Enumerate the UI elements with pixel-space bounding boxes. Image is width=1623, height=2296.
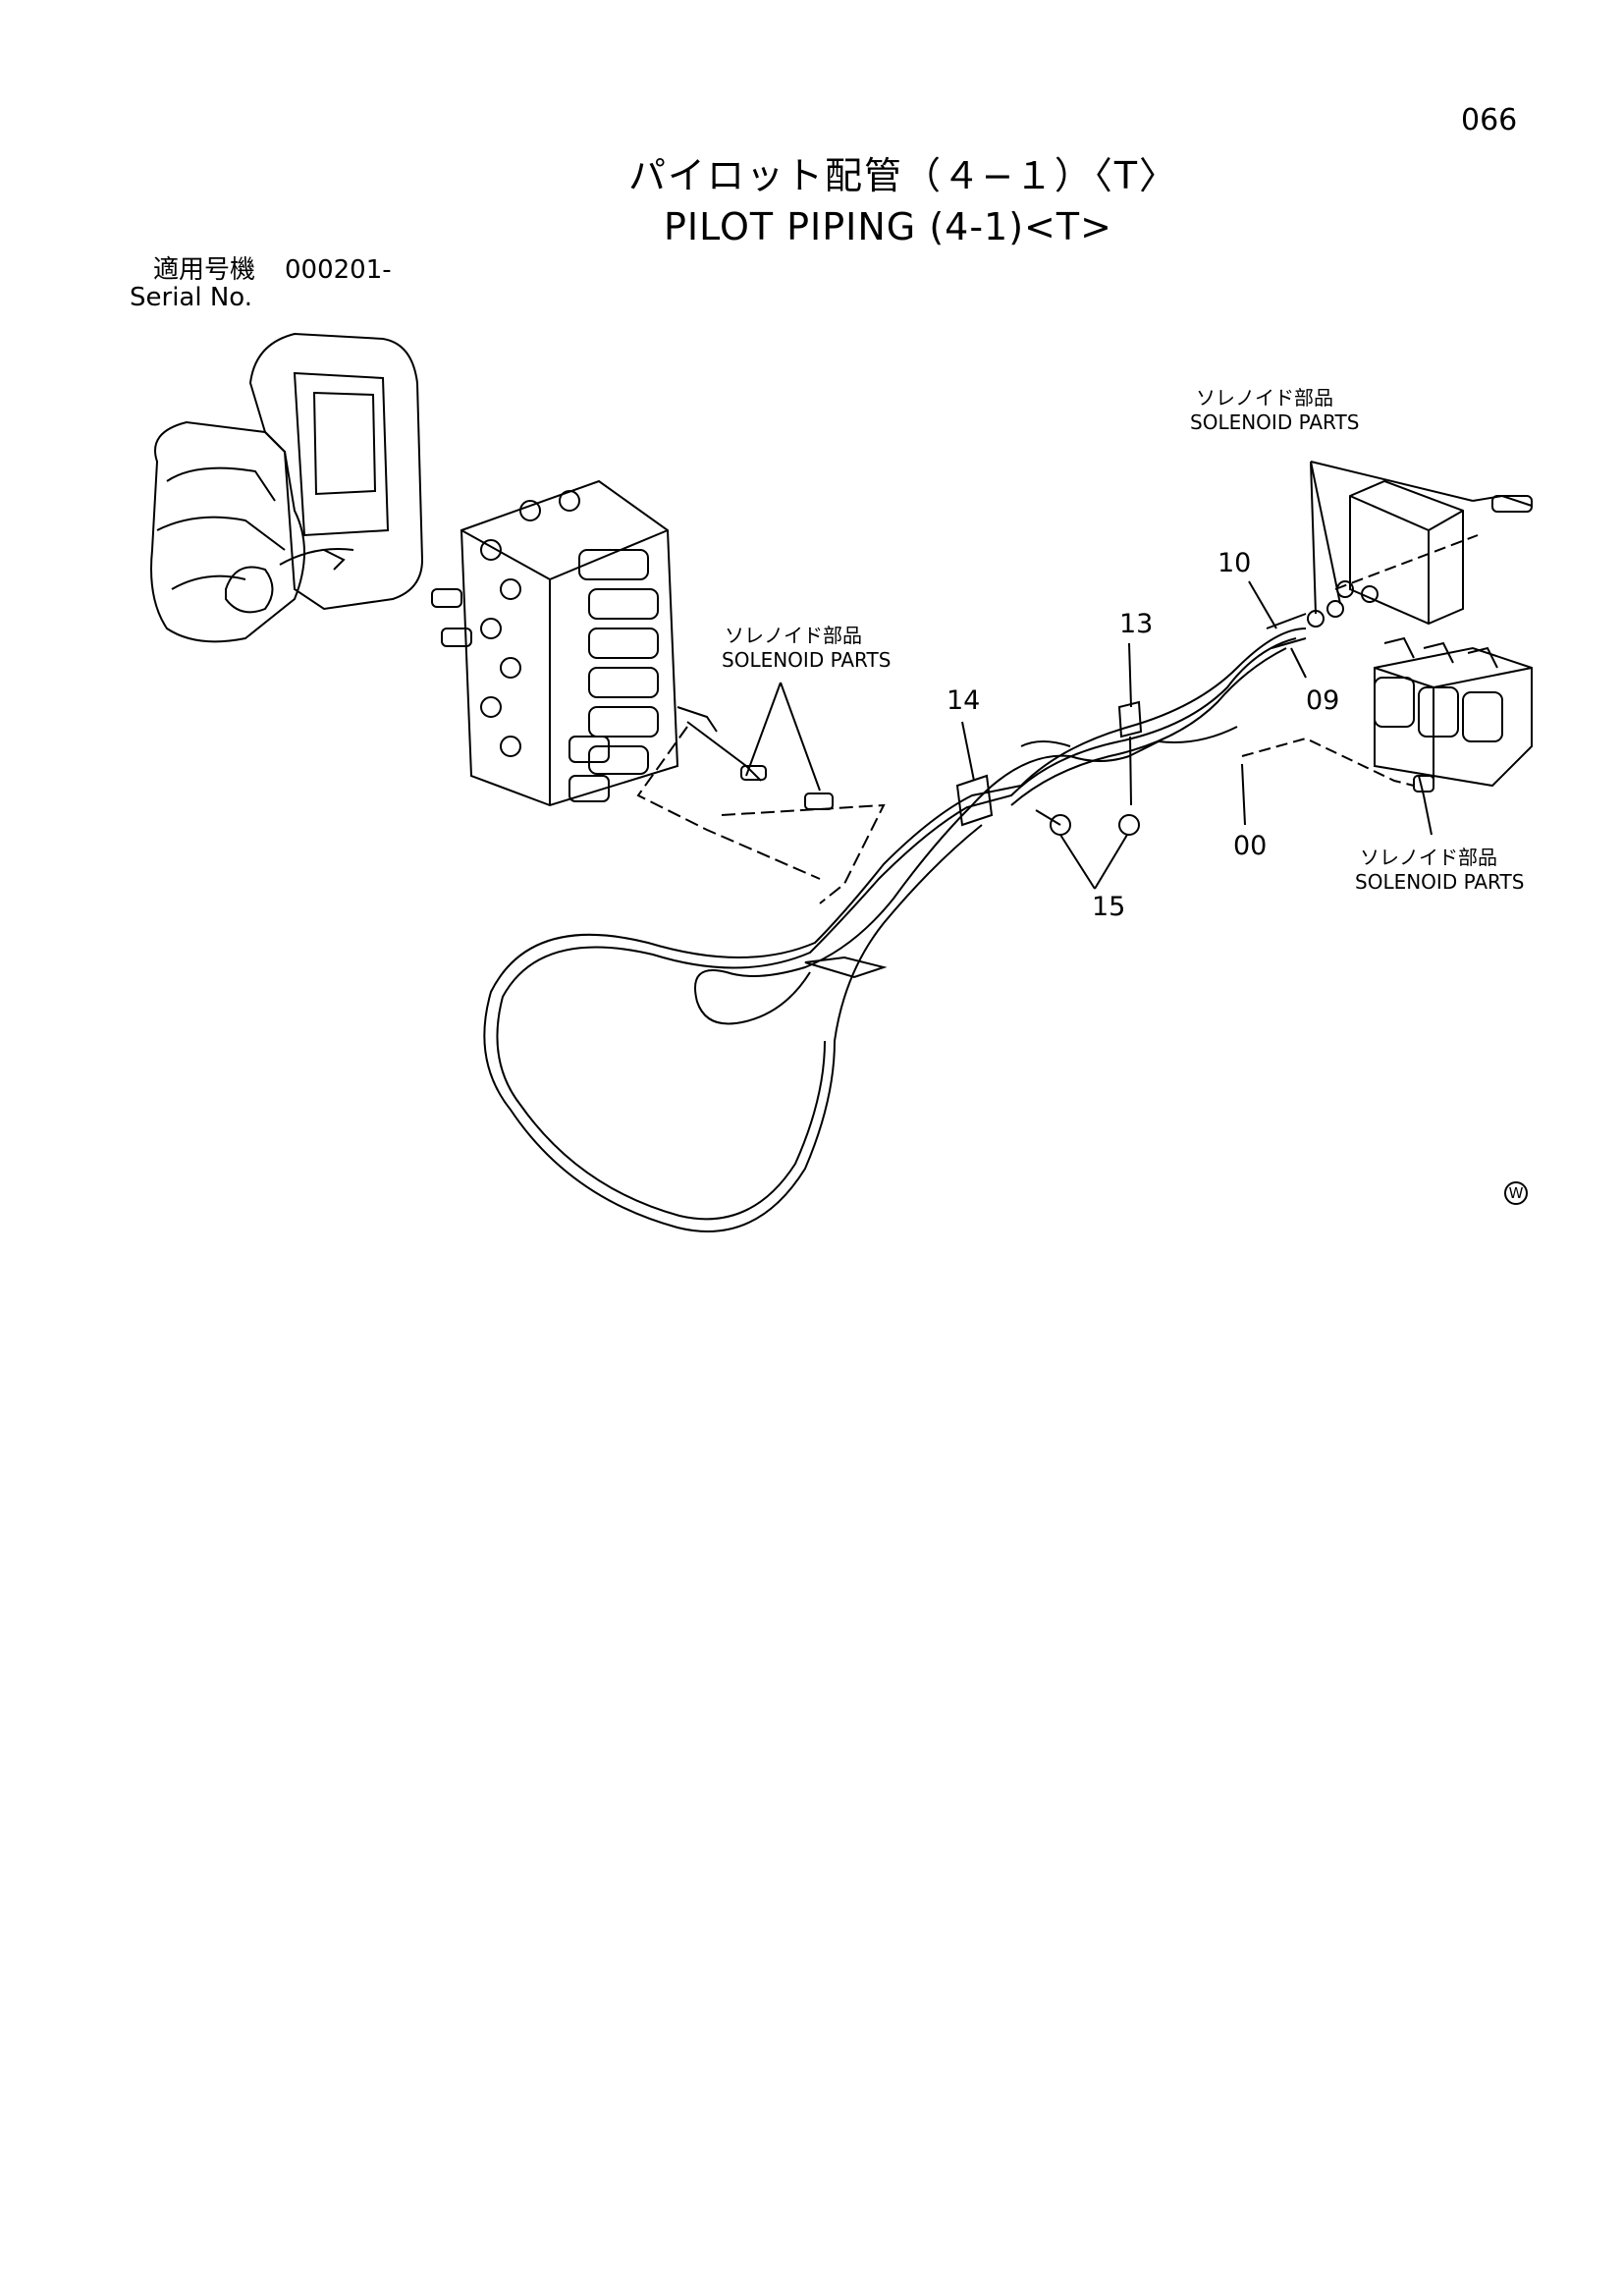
callout-10: 10	[1217, 548, 1252, 578]
page-number: 066	[1461, 103, 1518, 137]
solenoid-label-top-en: SOLENOID PARTS	[1190, 410, 1360, 434]
solenoid-valve-block	[1241, 636, 1533, 836]
excavator-illustration	[150, 332, 424, 643]
callout-leaders	[961, 580, 1307, 826]
callout-00: 00	[1233, 831, 1268, 861]
callout-14: 14	[947, 685, 981, 716]
pilot-hoses	[483, 628, 1307, 1232]
callout-13: 13	[1119, 609, 1154, 639]
callout-09: 09	[1306, 685, 1340, 716]
hose-clamps	[955, 700, 1143, 890]
callout-15: 15	[1092, 892, 1126, 922]
left-solenoid-leaders	[636, 682, 886, 904]
solenoid-bracket-top	[1266, 461, 1533, 649]
control-valve-illustration	[431, 479, 718, 807]
valve-spools	[568, 549, 659, 802]
solenoid-label-mid-jp: ソレノイド部品	[725, 624, 862, 647]
solenoid-label-top-jp: ソレノイド部品	[1196, 386, 1333, 410]
circled-w-mark: W	[1504, 1181, 1528, 1205]
page-title-en: PILOT PIPING (4-1)<T>	[664, 205, 1112, 248]
solenoid-label-right-jp: ソレノイド部品	[1360, 846, 1497, 869]
serial-value: 000201-	[285, 255, 392, 285]
page-title-jp: パイロット配管（４−１）〈T〉	[628, 154, 1179, 197]
solenoid-label-mid-en: SOLENOID PARTS	[722, 648, 892, 672]
serial-label-en: Serial No.	[130, 283, 252, 312]
serial-label-jp: 適用号機	[153, 255, 256, 285]
solenoid-label-right-en: SOLENOID PARTS	[1355, 870, 1525, 894]
